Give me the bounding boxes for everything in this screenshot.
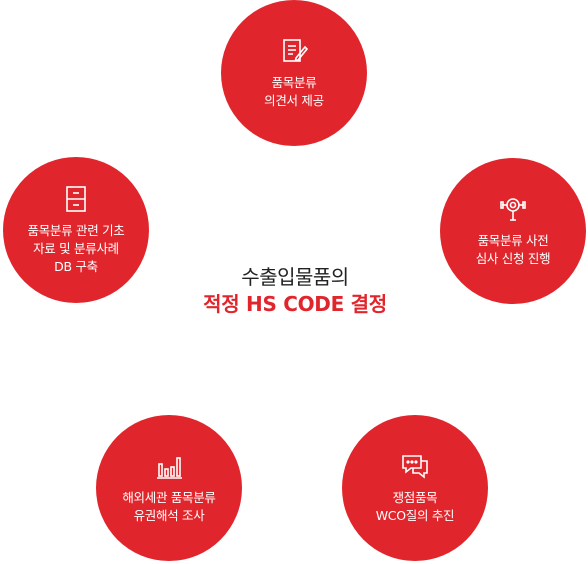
node-label: 품목분류 의견서 제공 <box>264 75 324 108</box>
node-label: 품목분류 관련 기초 자료 및 분류사례 DB 구축 <box>27 223 125 274</box>
node-label: 쟁점품목 WCO질의 추진 <box>375 490 455 523</box>
node-label: 해외세관 품목분류 유권해석 조사 <box>122 490 216 523</box>
center-title-line1: 수출입물품의 <box>241 265 349 289</box>
node-foreign-ruling-research: 해외세관 품목분류 유권해석 조사 <box>96 415 242 561</box>
node-wco-inquiry: 쟁점품목 WCO질의 추진 <box>342 415 488 561</box>
magnifier-lab-icon <box>498 194 528 224</box>
center-title: 수출입물품의 적정 HS CODE 결정 <box>0 264 588 318</box>
node-pre-review: 품목분류 사전 심사 신청 진행 <box>440 158 586 304</box>
chat-bubbles-icon <box>400 451 430 481</box>
center-title-line2: 적정 HS CODE 결정 <box>203 292 387 316</box>
bar-chart-icon <box>154 451 184 481</box>
node-database-build: 품목분류 관련 기초 자료 및 분류사례 DB 구축 <box>3 157 149 303</box>
cabinet-drawer-icon <box>61 184 91 214</box>
node-opinion-provision: 품목분류 의견서 제공 <box>221 0 367 146</box>
document-edit-icon <box>279 36 309 66</box>
node-label: 품목분류 사전 심사 신청 진행 <box>475 233 551 266</box>
